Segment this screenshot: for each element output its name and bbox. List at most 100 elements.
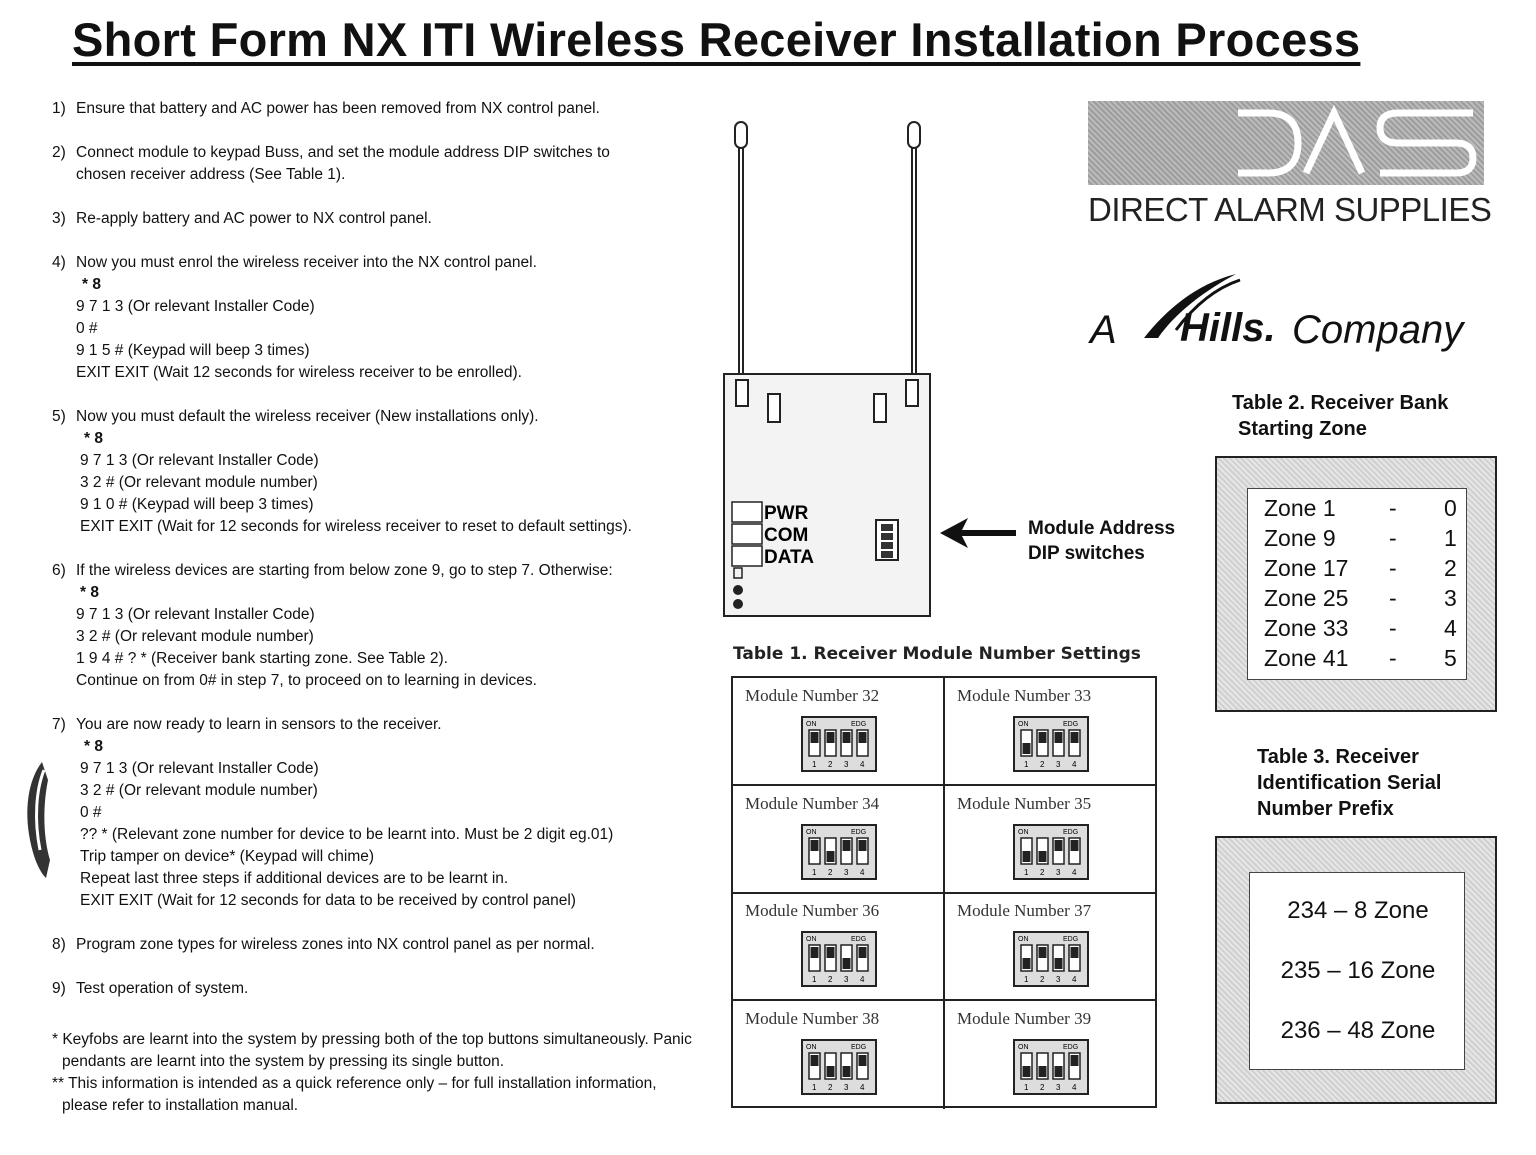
- dip-number-label: 4: [1072, 868, 1077, 877]
- step-number: 2): [52, 144, 66, 161]
- dash-cell: -: [1389, 555, 1397, 581]
- step-command: 0 #: [76, 320, 98, 337]
- dip-switch-knob: [1038, 947, 1047, 958]
- dip-number-label: 4: [1072, 1083, 1077, 1092]
- table2-title: Table 2. Receiver Bank Starting Zone: [1232, 390, 1448, 442]
- dip-switch-knob: [810, 1054, 819, 1066]
- table2-frame: Zone 1-0 Zone 9-1 Zone 17-2 Zone 25-3 Zo…: [1215, 456, 1497, 712]
- dip-switch-knob: [842, 839, 851, 851]
- step-command: * 8: [82, 276, 101, 293]
- footnote-keyfobs: * Keyfobs are learnt into the system by …: [52, 1031, 692, 1070]
- dip-edg-label: EDG: [1063, 829, 1078, 836]
- step-text: If the wireless devices are starting fro…: [76, 562, 613, 579]
- table-row: Zone 9-1: [1264, 525, 1464, 555]
- step-command: 3 2 # (Or relevant module number): [80, 782, 318, 799]
- das-logo-mark-icon: [1238, 104, 1477, 177]
- zone-cell: Zone 41: [1264, 645, 1349, 671]
- step-command: EXIT EXIT (Wait for 12 seconds for data …: [80, 892, 576, 909]
- dip-number-label: 2: [1040, 760, 1045, 769]
- dip-number-label: 4: [860, 975, 865, 984]
- step-number: 6): [52, 562, 66, 579]
- dip-switch-knob: [1070, 947, 1079, 958]
- dash-cell: -: [1389, 495, 1397, 521]
- step-6: 6) If the wireless devices are starting …: [52, 560, 712, 692]
- dip-number-label: 1: [1024, 1083, 1029, 1092]
- step-7: 7) You are now ready to learn in sensors…: [52, 714, 712, 912]
- dip-edg-label: EDG: [1063, 1044, 1078, 1051]
- module-number-label: Module Number 39: [957, 1008, 1092, 1028]
- value-cell: 3: [1444, 585, 1457, 611]
- table3-body: 234 – 8 Zone 235 – 16 Zone 236 – 48 Zone: [1249, 872, 1465, 1070]
- step-5: 5) Now you must default the wireless rec…: [52, 406, 712, 538]
- table-row: 236 – 48 Zone: [1280, 1017, 1436, 1044]
- dip-on-label: ON: [806, 1044, 817, 1051]
- step-command: 3 2 # (Or relevant module number): [80, 474, 318, 491]
- dip-switch-callout: Module Address DIP switches: [1028, 516, 1175, 566]
- value-cell: 5: [1444, 645, 1457, 671]
- dip-edg-label: EDG: [851, 829, 866, 836]
- table-row: 234 – 8 Zone: [1287, 897, 1429, 924]
- title-line: Identification Serial: [1257, 772, 1442, 794]
- step-text: Test operation of system.: [76, 980, 249, 997]
- table3-frame: 234 – 8 Zone 235 – 16 Zone 236 – 48 Zone: [1215, 836, 1497, 1104]
- dip-number-label: 3: [1056, 975, 1061, 984]
- dip-switch-knob: [1054, 958, 1063, 969]
- step-command: EXIT EXIT (Wait 12 seconds for wireless …: [76, 364, 522, 381]
- tagline-company: Company: [1292, 308, 1464, 352]
- dip-switch-knob: [1022, 743, 1031, 754]
- dip-switch-knob: [810, 947, 819, 958]
- dip-number-label: 2: [828, 1083, 833, 1092]
- dip-number-label: 1: [1024, 975, 1029, 984]
- step-text: Re-apply battery and AC power to NX cont…: [76, 210, 432, 227]
- dip-number-label: 1: [812, 1083, 817, 1092]
- table-row: Zone 33-4: [1264, 615, 1464, 645]
- title-line: Table 2. Receiver Bank: [1232, 392, 1449, 414]
- dip-switch-knob: [826, 850, 835, 862]
- step-command: ?? * (Relevant zone number for device to…: [80, 826, 614, 843]
- dip-number-label: 3: [844, 1083, 849, 1092]
- tagline-hills: Hills.: [1180, 306, 1276, 350]
- zone-cell: Zone 25: [1264, 585, 1349, 611]
- dash-cell: -: [1389, 615, 1397, 641]
- module-number-label: Module Number 37: [957, 901, 1092, 920]
- zone-cell: Zone 9: [1264, 525, 1336, 551]
- table2-body: Zone 1-0 Zone 9-1 Zone 17-2 Zone 25-3 Zo…: [1247, 488, 1467, 680]
- dip-switch-knob: [858, 839, 867, 851]
- step-text: You are now ready to learn in sensors to…: [76, 716, 442, 733]
- dip-edg-label: EDG: [851, 721, 866, 728]
- step-2: 2) Connect module to keypad Buss, and se…: [52, 142, 712, 186]
- dip-number-label: 3: [1056, 868, 1061, 877]
- dip-switch-knob: [858, 732, 867, 743]
- dip-switch-knob: [858, 947, 867, 958]
- step-command: 9 7 1 3 (Or relevant Installer Code): [76, 606, 315, 623]
- step-text: Now you must default the wireless receiv…: [76, 408, 539, 425]
- table3-title: Table 3. Receiver Identification Serial …: [1257, 744, 1441, 822]
- title-line: Starting Zone: [1238, 418, 1367, 440]
- step-command: 1 9 4 # ? * (Receiver bank starting zone…: [76, 650, 448, 667]
- dip-switch-knob: [1022, 1065, 1031, 1077]
- title-line: Number Prefix: [1257, 798, 1394, 820]
- step-command: 0 #: [80, 804, 102, 821]
- step-number: 9): [52, 980, 66, 997]
- step-text: Connect module to keypad Buss, and set t…: [76, 144, 610, 161]
- value-cell: 4: [1444, 615, 1457, 641]
- step-9: 9) Test operation of system.: [52, 978, 712, 1000]
- page-title: Short Form NX ITI Wireless Receiver Inst…: [72, 13, 1361, 66]
- dip-switch-knob: [1070, 839, 1079, 851]
- step-8: 8) Program zone types for wireless zones…: [52, 934, 712, 956]
- dip-edg-label: EDG: [1063, 936, 1078, 943]
- step-number: 7): [52, 716, 66, 733]
- receiver-module-diagram: PWR COM DATA: [723, 121, 931, 617]
- dip-number-label: 4: [1072, 975, 1077, 984]
- step-number: 1): [52, 100, 66, 117]
- dip-edg-label: EDG: [851, 1044, 866, 1051]
